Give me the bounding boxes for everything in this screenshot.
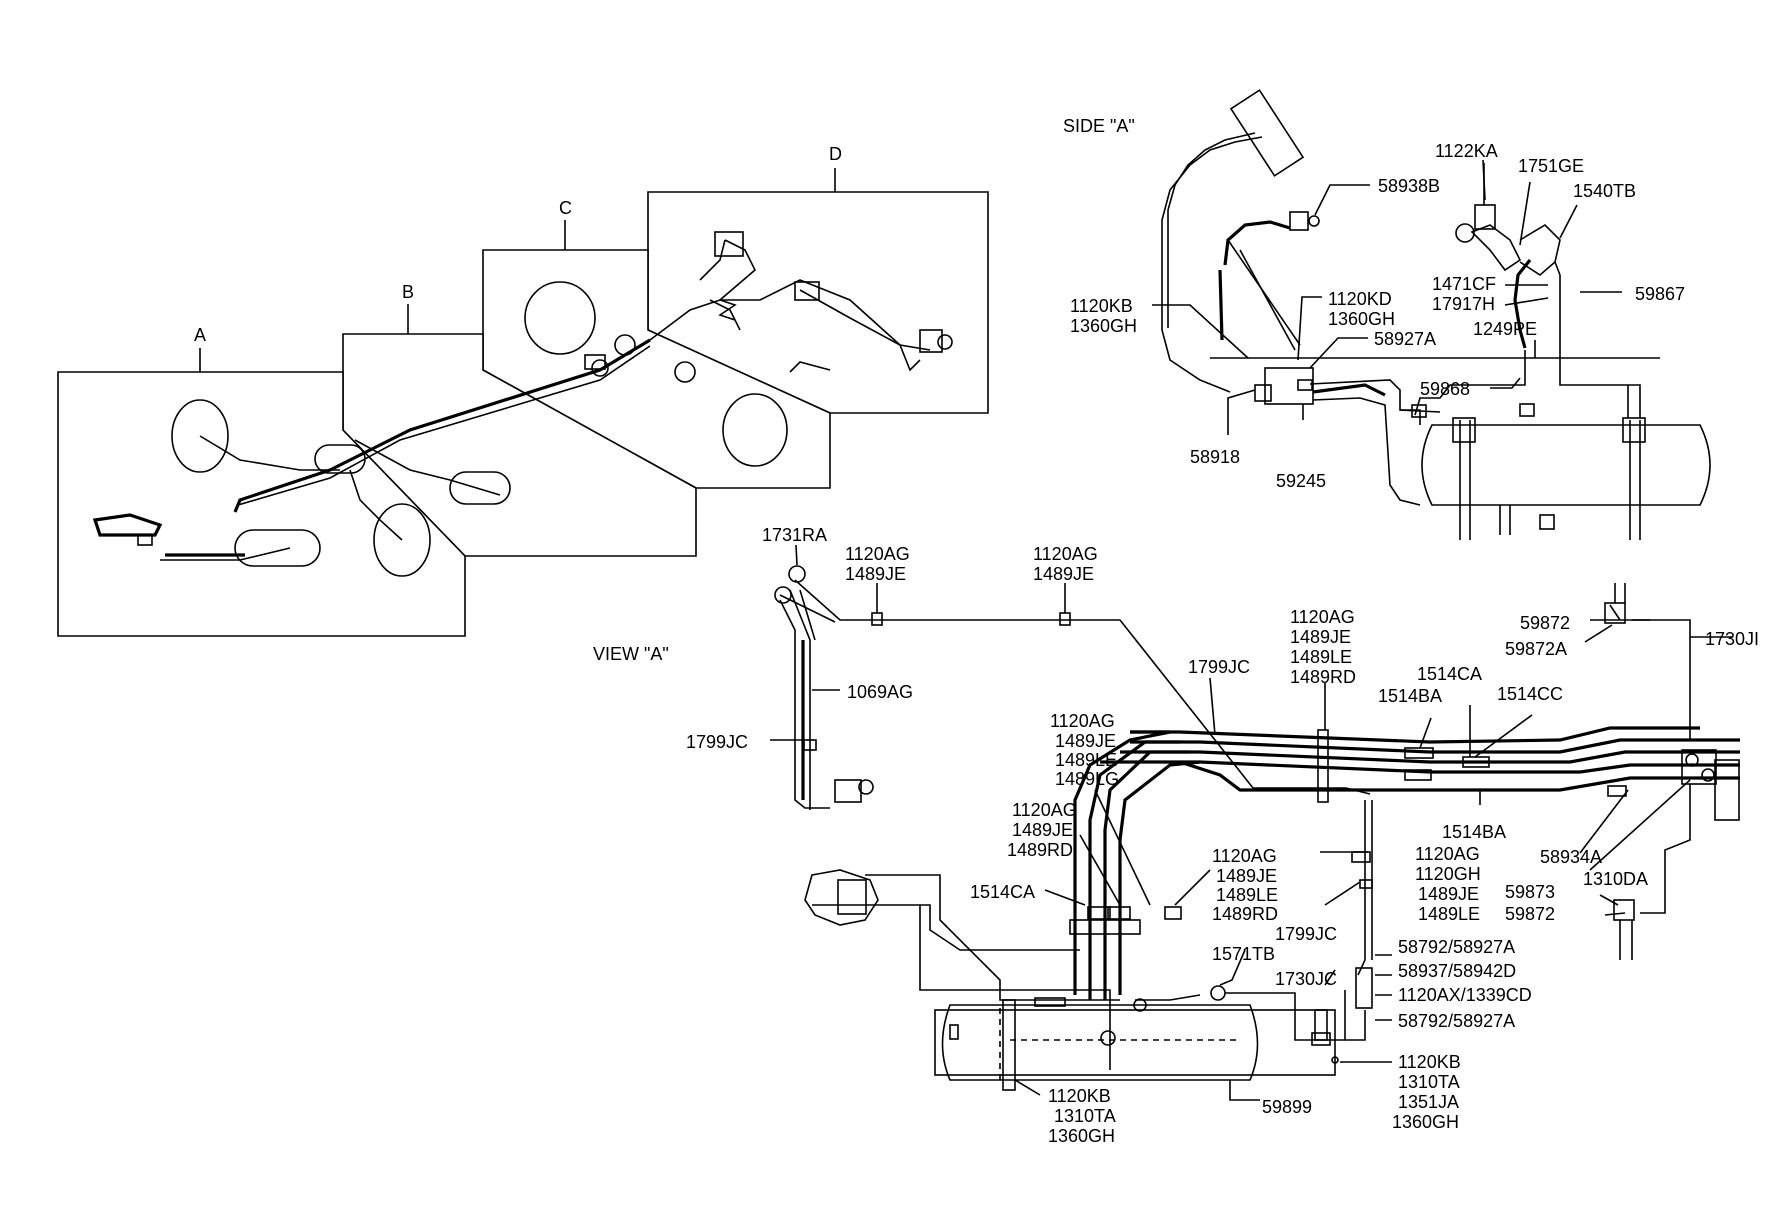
part-label: 1489LE <box>1216 885 1278 905</box>
part-label: 1489RD <box>1007 840 1073 860</box>
part-label: 58934A <box>1540 847 1602 867</box>
part-label: 1489LE <box>1418 904 1480 924</box>
relay-valve <box>1681 749 1717 785</box>
part-label: 58938B <box>1378 176 1440 196</box>
brake-valve <box>1264 367 1314 405</box>
part-label: 59872A <box>1505 639 1567 659</box>
valve <box>834 779 862 803</box>
part-label: 59873 <box>1505 882 1555 902</box>
part-label: 1310DA <box>1583 869 1648 889</box>
air-tank-side <box>1421 424 1711 506</box>
part-label: 1360GH <box>1392 1112 1459 1132</box>
part-label: 1571TB <box>1212 944 1275 964</box>
part-label: 1120KD <box>1328 289 1392 309</box>
panel-a <box>57 371 466 637</box>
part-label: 59899 <box>1262 1097 1312 1117</box>
part-label: 1249PE <box>1473 319 1537 339</box>
air-tank-front <box>234 529 321 567</box>
view-a-drawing: VIEW "A" <box>593 525 1759 1146</box>
part-label: 1310TA <box>1398 1072 1460 1092</box>
part-label: 1751GE <box>1518 156 1584 176</box>
part-label: 1730JI <box>1705 629 1759 649</box>
part-label: 1489JE <box>1012 820 1073 840</box>
view-a-title: VIEW "A" <box>593 644 669 664</box>
part-label: 1360GH <box>1328 309 1395 329</box>
part-label: 1489LG <box>1055 769 1119 789</box>
part-label: 1799JC <box>686 732 748 752</box>
fitting <box>788 565 806 583</box>
wheel-rear-right <box>722 393 788 467</box>
section-label-c: C <box>559 198 572 218</box>
part-label: 1120AG <box>1290 607 1355 627</box>
part-label: 1120AG <box>1050 711 1115 731</box>
part-label: 58792/58927A <box>1398 1011 1515 1031</box>
part-label: 59872 <box>1505 904 1555 924</box>
part-label: 1310TA <box>1054 1106 1116 1126</box>
side-a-title: SIDE "A" <box>1063 116 1135 136</box>
part-label: 1120GH <box>1415 864 1481 884</box>
part-label: 1489JE <box>1290 627 1351 647</box>
part-label: 59872 <box>1520 613 1570 633</box>
part-label: 1360GH <box>1070 316 1137 336</box>
part-label: 1540TB <box>1573 181 1636 201</box>
part-label: 1489RD <box>1290 667 1356 687</box>
part-label: 1489JE <box>1418 884 1479 904</box>
part-label: 1730JC <box>1275 969 1337 989</box>
wheel-front-right <box>373 503 431 577</box>
part-label: 1489LE <box>1290 647 1352 667</box>
air-tank-lower <box>941 1004 1259 1081</box>
part-label: 1471CF <box>1432 274 1496 294</box>
part-label: 1120AG <box>1212 846 1277 866</box>
part-label: 1489LE <box>1055 750 1117 770</box>
part-label: 1799JC <box>1188 657 1250 677</box>
overview-drawing: A B C D <box>57 144 989 637</box>
part-label: 1120KB <box>1070 296 1133 316</box>
part-label: 1120AG <box>1415 844 1480 864</box>
brake-pedal <box>1229 89 1305 177</box>
air-tank-middle <box>449 471 511 505</box>
part-label: 1514CA <box>970 882 1035 902</box>
part-label: 1514CC <box>1497 684 1563 704</box>
part-label: 1120AG <box>1033 544 1098 564</box>
part-label: 1489RD <box>1212 904 1278 924</box>
part-label: 58927A <box>1374 329 1436 349</box>
wheel-front-left <box>171 399 229 473</box>
section-label-b: B <box>402 282 414 302</box>
part-label: 17917H <box>1432 294 1495 314</box>
part-label: 58792/58927A <box>1398 937 1515 957</box>
part-label: 1489JE <box>845 564 906 584</box>
part-label: 59867 <box>1635 284 1685 304</box>
air-tank-upper <box>314 444 366 474</box>
part-label: 1731RA <box>762 525 827 545</box>
section-label-a: A <box>194 325 206 345</box>
brake-chamber <box>804 869 879 926</box>
part-label: 1799JC <box>1275 924 1337 944</box>
part-label: 1514BA <box>1378 686 1442 706</box>
part-label: 1489JE <box>1216 866 1277 886</box>
part-label: 58937/58942D <box>1398 961 1516 981</box>
section-label-d: D <box>829 144 842 164</box>
part-label: 1122KA <box>1435 141 1498 161</box>
wheel-rear-left <box>524 281 596 355</box>
part-label: 1514CA <box>1417 664 1482 684</box>
part-label: 1351JA <box>1398 1092 1459 1112</box>
side-a-drawing: SIDE "A" <box>1063 89 1711 540</box>
part-label: 1360GH <box>1048 1126 1115 1146</box>
part-label: 1120AX/1339CD <box>1398 985 1532 1005</box>
part-label: 1120AG <box>1012 800 1077 820</box>
part-label: 1069AG <box>847 682 913 702</box>
part-label: 59868 <box>1420 379 1470 399</box>
part-label: 1489JE <box>1033 564 1094 584</box>
part-label: 58918 <box>1190 447 1240 467</box>
part-label: 1120KB <box>1048 1086 1111 1106</box>
part-label: 59245 <box>1276 471 1326 491</box>
part-label: 1514BA <box>1442 822 1506 842</box>
part-label: 1489JE <box>1055 731 1116 751</box>
fitting <box>774 586 792 604</box>
part-label: 1120AG <box>845 544 910 564</box>
part-label: 1120KB <box>1398 1052 1461 1072</box>
